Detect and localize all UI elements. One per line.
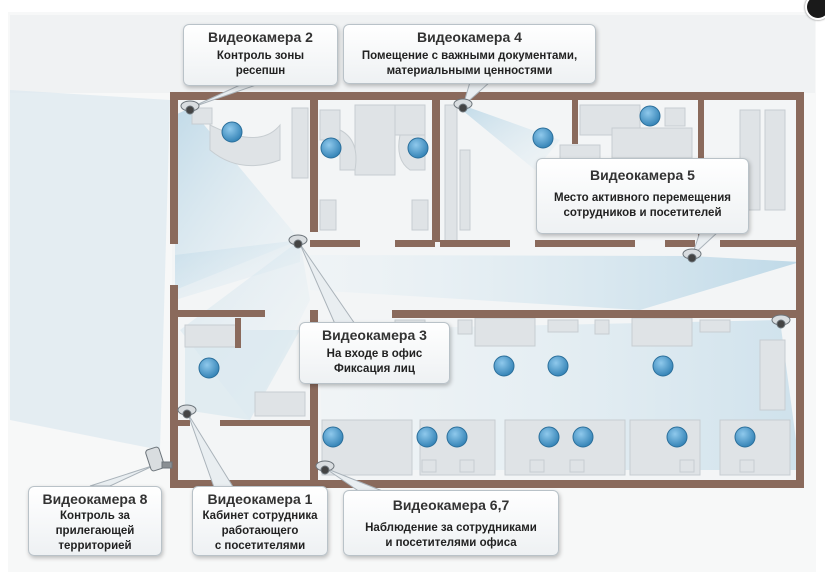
camera-3-title: Видеокамера 3 [322, 327, 427, 343]
chair [734, 426, 756, 448]
camera-5-desc-line1: Место активного перемещения [553, 192, 731, 204]
camera-4-desc-line1: Помещение с важными документами, [361, 50, 578, 62]
camera-1-callout: Видеокамера 1 Кабинет сотрудника работаю… [192, 486, 328, 556]
camera-2-desc-line2: ресепшн [235, 65, 286, 77]
corner-button[interactable] [805, 0, 825, 20]
cam4-cone [462, 105, 560, 170]
camera-4-icon [453, 98, 473, 113]
camera-7-icon [771, 314, 791, 329]
camera-4-callout: Видеокамера 4 Помещение с важными докуме… [343, 24, 596, 84]
camera-6-icon [315, 460, 335, 475]
camera-67-desc-line2: и посетителями офиса [385, 537, 517, 549]
camera-8-desc-line3: территорией [58, 540, 132, 552]
camera-1-icon [177, 404, 197, 419]
camera-5-callout: Видеокамера 5 Место активного перемещени… [536, 158, 749, 234]
camera-1-desc-line1: Кабинет сотрудника [202, 510, 318, 522]
camera-3-icon [288, 234, 308, 249]
camera-1-title: Видеокамера 1 [207, 491, 313, 507]
camera-5-desc-line2: сотрудников и посетителей [563, 207, 722, 219]
camera-1-desc-line2: работающего [221, 525, 299, 537]
cam1-cone [185, 330, 300, 420]
camera-5-title: Видеокамера 5 [590, 167, 695, 183]
chair [221, 121, 243, 143]
chairs [198, 105, 756, 448]
chair [493, 355, 515, 377]
chair [446, 426, 468, 448]
camera-2-callout: Видеокамера 2 Контроль зоны ресепшн [183, 24, 338, 86]
camera-8-icon [145, 446, 173, 472]
camera-4-title: Видеокамера 4 [417, 29, 522, 45]
camera-8-desc-line2: прилегающей [55, 525, 135, 537]
camera-67-callout: Видеокамера 6,7 Наблюдение за сотрудника… [343, 490, 559, 556]
chair [572, 426, 594, 448]
camera-8-title: Видеокамера 8 [42, 491, 148, 507]
camera-5-icon [682, 248, 702, 263]
chair [538, 426, 560, 448]
chair [198, 357, 220, 379]
camera-8-desc-line1: Контроль за [60, 510, 130, 522]
camera-8-callout: Видеокамера 8 Контроль за прилегающей те… [28, 486, 162, 556]
chair [652, 355, 674, 377]
camera-3-desc-line2: Фиксация лиц [334, 363, 415, 375]
camera-67-title: Видеокамера 6,7 [392, 497, 510, 513]
camera-icons [145, 98, 791, 475]
chair [320, 137, 342, 159]
camera-67-desc-line1: Наблюдение за сотрудниками [365, 522, 537, 534]
chair [416, 426, 438, 448]
camera-4-desc-line2: материальными ценностями [386, 65, 553, 77]
camera-2-icon [180, 100, 200, 115]
chair [322, 426, 344, 448]
chair [639, 105, 661, 127]
camera-3-desc-line1: На входе в офис [326, 348, 423, 360]
chair [532, 127, 554, 149]
camera-2-title: Видеокамера 2 [208, 29, 313, 45]
chair [666, 426, 688, 448]
view-cones [10, 90, 800, 470]
furniture [184, 104, 791, 476]
camera-1-desc-line3: с посетителями [214, 540, 306, 552]
camera-3-callout: Видеокамера 3 На входе в офис Фиксация л… [299, 322, 450, 384]
chair [547, 355, 569, 377]
chair [407, 137, 429, 159]
cam5-cone [310, 255, 800, 310]
camera-2-desc-line1: Контроль зоны [216, 50, 305, 62]
